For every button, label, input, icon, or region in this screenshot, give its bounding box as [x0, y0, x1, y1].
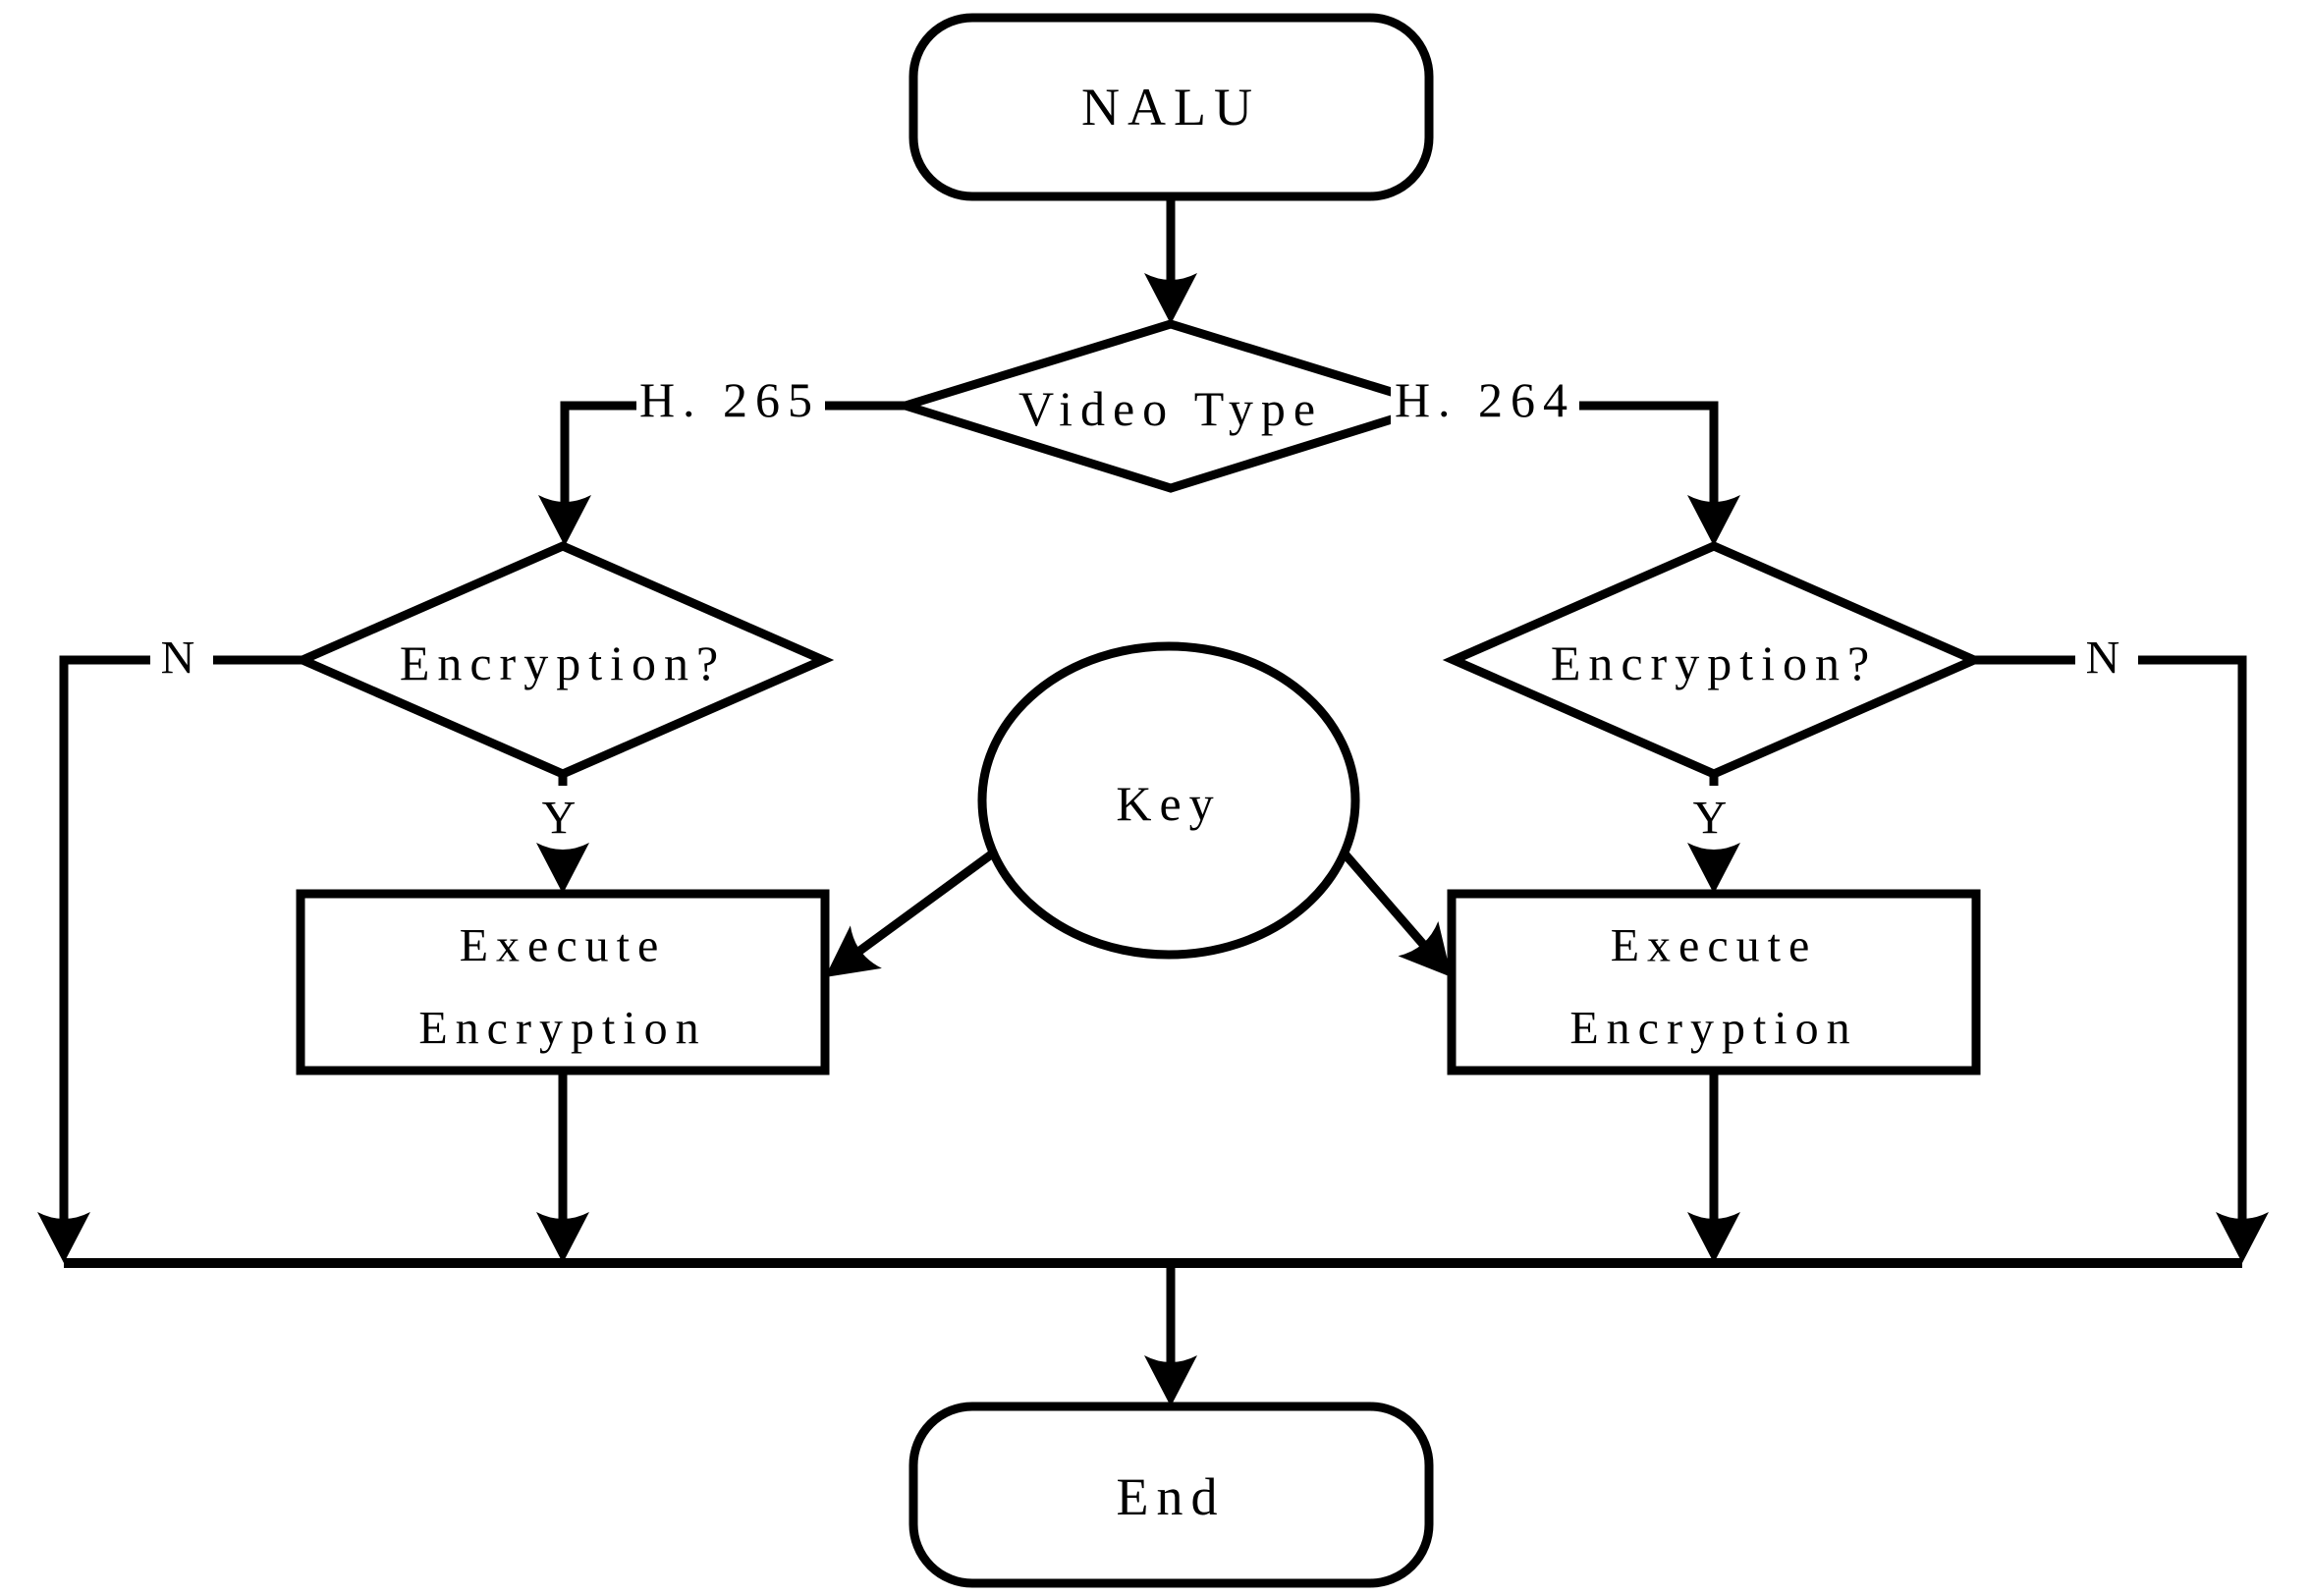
video-type-decision: [890, 319, 1452, 493]
execute-left-label-line1: Execute: [460, 920, 667, 972]
no-right-label-background: [2075, 631, 2138, 688]
execute-right-label-line2: Encryption: [1569, 1003, 1857, 1055]
arrowhead-no-left-into-merge: [37, 1212, 90, 1263]
encryption-left-decision: [291, 541, 835, 779]
encryption-right-label: Encryption?: [1551, 635, 1877, 690]
yes-right-label: Y: [1693, 793, 1735, 845]
arrowhead-no-right-into-merge: [2216, 1212, 2269, 1263]
edge-no-left: [59, 655, 302, 1226]
key-node: [977, 641, 1360, 960]
encryption-left-label: Encryption?: [400, 635, 726, 690]
arrowhead-key-into-execute-right: [1398, 921, 1452, 977]
h264-branch-label: H. 264: [1395, 372, 1575, 427]
video-type-label: Video Type: [1018, 381, 1323, 436]
no-right-label: N: [2086, 633, 2128, 685]
no-left-label-background: [150, 631, 213, 688]
key-label: Key: [1116, 776, 1221, 831]
yes-left-label: Y: [542, 793, 584, 845]
edge-no-right: [1974, 655, 2247, 1226]
arrowhead-key-into-execute-left: [825, 925, 882, 977]
arrowhead-yes-left-into-execute: [536, 843, 589, 894]
arrowhead-into-end: [1144, 1355, 1197, 1406]
execute-encryption-left-process: [296, 889, 830, 1075]
execute-encryption-right-process: [1447, 889, 1981, 1075]
end-node-label: End: [1117, 1467, 1226, 1526]
arrowhead-into-encryption-left: [538, 495, 591, 546]
no-left-label: N: [161, 633, 203, 685]
arrowhead-execute-left-into-merge: [536, 1212, 589, 1263]
h265-label-background: [636, 372, 825, 429]
h265-branch-label: H. 265: [639, 372, 820, 427]
arrowhead-into-encryption-right: [1687, 495, 1740, 546]
arrowhead-into-videotype: [1144, 273, 1197, 324]
edge-key-to-execute-right: [1340, 850, 1431, 952]
encryption-right-decision: [1442, 541, 1986, 779]
execute-right-label-line1: Execute: [1611, 920, 1818, 972]
h264-label-background: [1391, 372, 1579, 429]
edge-key-to-execute-left: [852, 849, 997, 959]
start-node: [908, 13, 1434, 201]
start-node-label: NALU: [1081, 78, 1260, 137]
execute-left-label-line2: Encryption: [418, 1003, 706, 1055]
end-node: [908, 1402, 1434, 1588]
arrowhead-execute-right-into-merge: [1687, 1212, 1740, 1263]
arrowhead-yes-right-into-execute: [1687, 843, 1740, 894]
